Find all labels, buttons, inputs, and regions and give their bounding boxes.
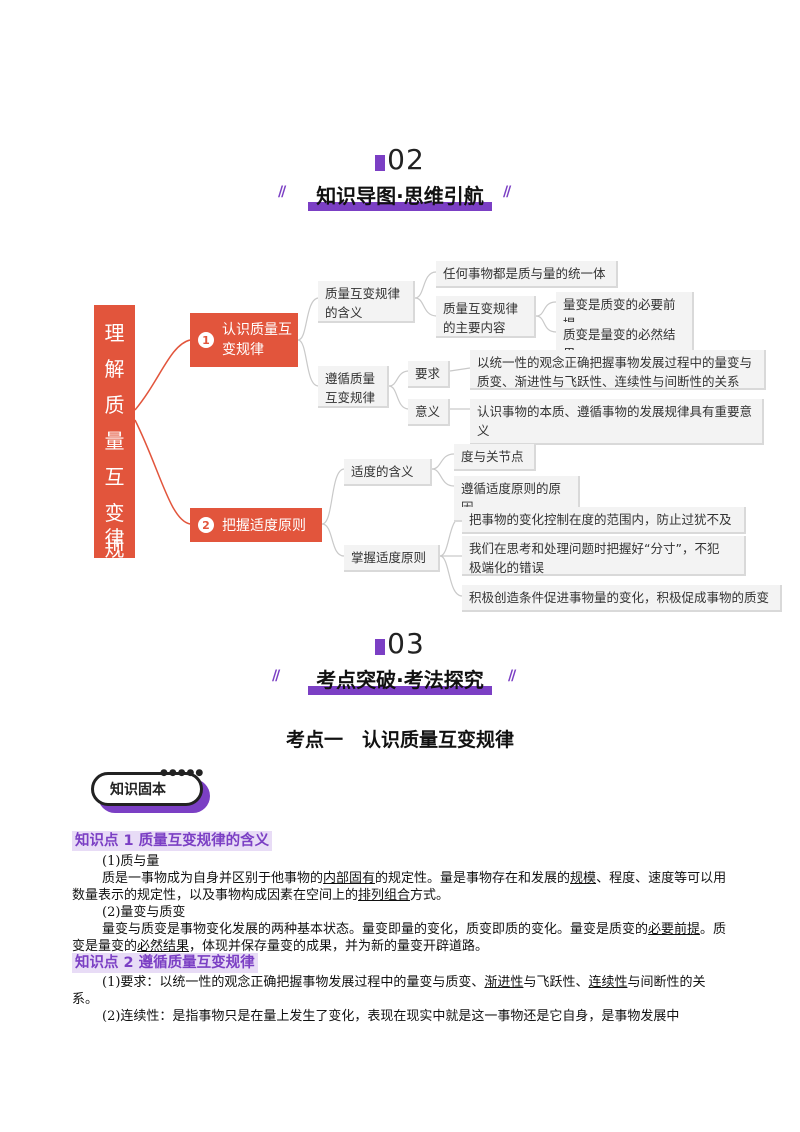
root-char: 变	[104, 501, 125, 525]
text-run: 与间断性的关系。	[72, 975, 706, 1007]
tag-dots-decoration: ●●●●●	[160, 768, 205, 778]
kp2-item1-text: (1)要求：以统一性的观念正确把握事物发展过程中的量变与质变、渐进性与飞跃性、连…	[72, 974, 728, 1008]
branch-1-node: 1 认识质量互变规律	[190, 313, 298, 367]
text-run: 质是一事物成为自身并区别于他事物的	[102, 871, 324, 886]
control-leaf: 把事物的变化控制在度的范围内，防止过犹不及	[462, 507, 746, 534]
text-run: 方式。	[410, 888, 450, 903]
adequacy-meaning-node: 适度的含义	[344, 459, 432, 486]
significance-label: 意义	[408, 399, 450, 426]
text-run: 、程度、速度等可以用数量表示的规定性，以及事物构成因素在空间上的	[72, 871, 727, 903]
mindmap-root: 理 解 质 量 互 变 规	[94, 305, 135, 561]
section-02-number: 02	[0, 143, 800, 176]
slash-decoration-right: //	[503, 184, 511, 200]
section-02-title: // 知识导图·思维引航 //	[0, 180, 800, 211]
underlined-term: 必然结果	[137, 939, 190, 954]
section-mark	[375, 639, 386, 655]
follow-law-node: 遵循质量互变规律	[318, 366, 389, 408]
root-char: 规	[104, 537, 125, 561]
underlined-term: 内部固有	[323, 871, 376, 886]
knowledge-point-1-title: 知识点 1 质量互变规律的含义	[72, 831, 273, 851]
tag-label: 知识固本	[110, 782, 166, 798]
requirement-line: 质变、渐进性与飞跃性、连续性与间断性的关系	[477, 374, 740, 389]
text-run: 。质变是量变的	[72, 922, 727, 954]
root-char: 质	[104, 393, 125, 417]
text-run: 的规定性。量是事物存在和发展的	[375, 871, 571, 886]
kp1-item2-text: 量变与质变是事物变化发展的两种基本状态。量变即量的变化，质变即质的变化。量变是质…	[72, 921, 728, 955]
section-03-title: // 考点突破·考法探究 //	[0, 664, 800, 695]
text-run: ，体现并保存量变的成果，并为新的量变开辟道路。	[189, 939, 489, 954]
kp1-item1-text: 质是一事物成为自身并区别于他事物的内部固有的规定性。量是事物存在和发展的规模、程…	[72, 870, 728, 904]
underlined-term: 排列组合	[358, 888, 411, 903]
grasp-principle-node: 掌握适度原则	[344, 545, 440, 572]
text-run: 与飞跃性、	[523, 975, 589, 990]
section-title-text: 知识导图·思维引航	[316, 184, 484, 208]
measure-line: 极端化的错误	[469, 560, 545, 575]
measure-leaf: 我们在思考和处理问题时把握好“分寸”，不犯 极端化的错误	[462, 536, 746, 576]
underlined-term: 渐进性	[484, 975, 524, 990]
slash-decoration-left: //	[272, 668, 280, 684]
degree-leaf: 度与关节点	[454, 444, 536, 471]
topic-heading: 考点一 认识质量互变规律	[285, 729, 514, 751]
slash-decoration-right: //	[508, 668, 516, 684]
section-03-number: 03	[0, 627, 800, 660]
kp1-item2-head: (2)量变与质变	[102, 905, 186, 920]
underlined-term: 必要前提	[648, 922, 701, 937]
section-number-text: 02	[387, 143, 425, 176]
branch-1-label: 认识质量互变规律	[222, 322, 292, 358]
branch-2-label: 把握适度原则	[222, 518, 306, 534]
requirement-label: 要求	[408, 361, 450, 388]
section-number-text: 03	[387, 627, 425, 660]
root-char-last: 律	[104, 526, 125, 550]
root-char: 量	[104, 429, 125, 453]
underlined-term: 规模	[570, 871, 597, 886]
knowledge-point-2-title: 知识点 2 遵循质量互变规律	[72, 953, 258, 973]
text-run: 量变与质变是事物变化发展的两种基本状态。量变即量的变化，质变即质的变化。量变是质…	[102, 922, 649, 937]
kp2-item2-text: (2)连续性：是指事物只是在量上发生了变化，表现在现实中就是这一事物还是它自身，…	[102, 1009, 680, 1024]
measure-line: 我们在思考和处理问题时把握好“分寸”，不犯	[469, 541, 720, 556]
underlined-term: 连续性	[588, 975, 628, 990]
slash-decoration-left: //	[278, 184, 286, 200]
root-char: 互	[104, 465, 125, 489]
requirement-text: 以统一性的观念正确把握事物发展过程中的量变与 质变、渐进性与飞跃性、连续性与间断…	[470, 350, 766, 390]
significance-text: 认识事物的本质、遵循事物的发展规律具有重要意义	[470, 399, 764, 445]
branch-index-badge: 2	[198, 517, 214, 533]
root-char: 理	[104, 321, 125, 345]
section-mark	[375, 155, 386, 171]
root-char: 解	[104, 357, 125, 381]
create-conditions-leaf: 积极创造条件促进事物量的变化，积极促成事物的质变	[462, 585, 782, 612]
meaning-node: 质量互变规律的含义	[318, 281, 415, 323]
branch-2-node: 2 把握适度原则	[190, 508, 322, 542]
kp1-item1-head: (1)质与量	[102, 854, 160, 869]
section-title-text: 考点突破·考法探究	[316, 668, 484, 692]
text-run: (1)要求：以统一性的观念正确把握事物发展过程中的量变与质变、	[102, 975, 485, 990]
requirement-line: 以统一性的观念正确把握事物发展过程中的量变与	[477, 355, 753, 370]
mindmap-connectors	[134, 271, 557, 597]
branch-index-badge: 1	[198, 332, 214, 348]
unity-leaf: 任何事物都是质与量的统一体	[436, 261, 618, 288]
main-content-node: 质量互变规律的主要内容	[436, 296, 536, 338]
knowledge-tag: 知识固本	[91, 772, 203, 806]
